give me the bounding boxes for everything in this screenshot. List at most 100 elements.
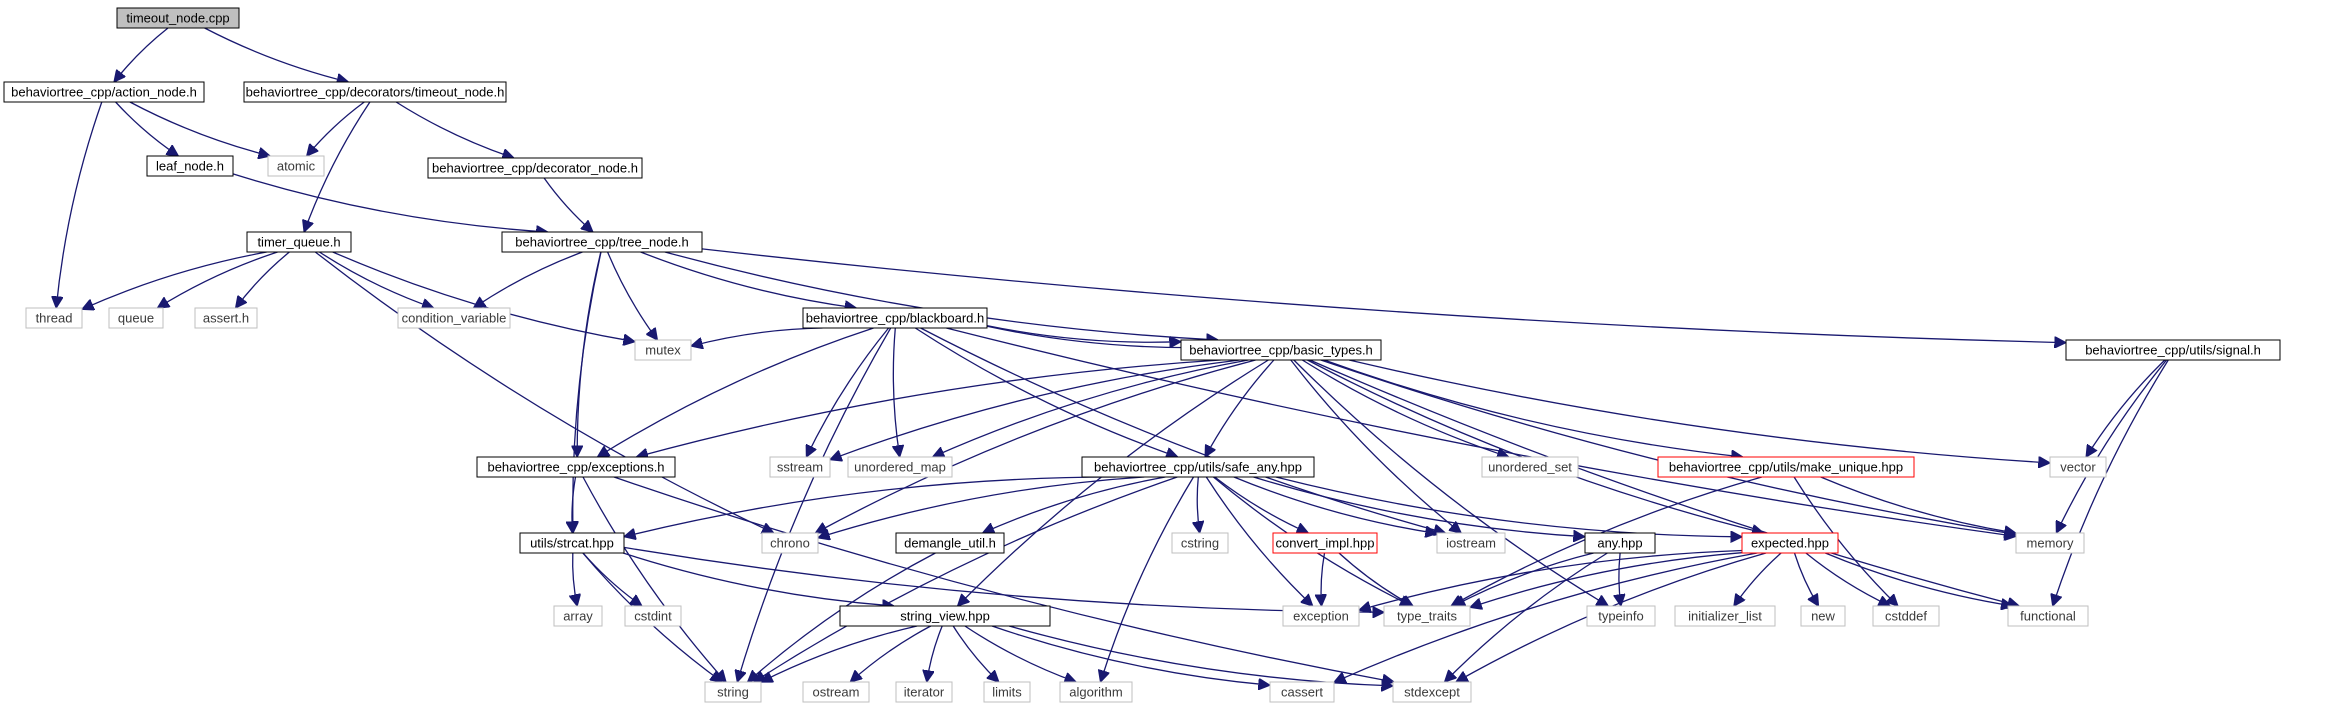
node-label: behaviortree_cpp/utils/safe_any.hpp	[1094, 460, 1302, 475]
node-label: demangle_util.h	[904, 536, 996, 551]
node-label: behaviortree_cpp/action_node.h	[11, 85, 197, 100]
node-box	[1180, 339, 1382, 361]
node-unordered-map[interactable]: unordered_map	[847, 456, 953, 478]
node-label: behaviortree_cpp/blackboard.h	[806, 311, 985, 326]
node-memory[interactable]: memory	[2015, 532, 2085, 554]
node-timer-queue[interactable]: timer_queue.h	[246, 231, 352, 253]
node-algorithm[interactable]: algorithm	[1059, 681, 1133, 703]
edge-action_node-to-leaf_node	[115, 101, 179, 156]
node-initializer-list[interactable]: initializer_list	[1674, 605, 1776, 627]
node-box	[2007, 605, 2089, 627]
node-label: new	[1811, 609, 1835, 624]
node-box	[246, 231, 352, 253]
node-demangle[interactable]: demangle_util.h	[895, 532, 1005, 554]
node-new[interactable]: new	[1800, 605, 1846, 627]
edge-basic_types-to-unordered_map	[933, 359, 1249, 457]
node-convert-impl[interactable]: convert_impl.hpp	[1272, 532, 1378, 554]
node-vector[interactable]: vector	[2049, 456, 2107, 478]
edge-expected-to-exception	[1359, 549, 1743, 611]
edge-tree_node-to-signal	[701, 248, 2066, 343]
node-cstdint[interactable]: cstdint	[624, 605, 682, 627]
node-make-unique[interactable]: behaviortree_cpp/utils/make_unique.hpp	[1657, 456, 1915, 478]
node-chrono[interactable]: chrono	[761, 532, 819, 554]
node-limits[interactable]: limits	[983, 681, 1031, 703]
node-label: assert.h	[203, 311, 249, 326]
edge-basic_types-to-sstream	[830, 359, 1240, 460]
node-box	[839, 605, 1051, 627]
edge-convert_impl-to-type_traits	[1338, 552, 1413, 606]
node-cstddef[interactable]: cstddef	[1872, 605, 1940, 627]
edge-safe_any-to-cstring	[1197, 476, 1199, 533]
node-label: behaviortree_cpp/basic_types.h	[1189, 343, 1373, 358]
node-box	[194, 307, 258, 329]
node-sstream[interactable]: sstream	[769, 456, 831, 478]
node-expected[interactable]: expected.hpp	[1741, 532, 1839, 554]
node-label: unordered_map	[854, 460, 946, 475]
node-box	[25, 307, 83, 329]
node-atomic[interactable]: atomic	[267, 155, 325, 177]
node-label: cstddef	[1885, 609, 1927, 624]
edge-signal-to-functional	[2053, 359, 2169, 606]
node-box	[146, 155, 234, 177]
node-thread[interactable]: thread	[25, 307, 83, 329]
edge-exceptions-to-stdexcept	[613, 476, 1394, 682]
node-any-hpp[interactable]: any.hpp	[1584, 532, 1656, 554]
node-timeout-h[interactable]: behaviortree_cpp/decorators/timeout_node…	[243, 81, 507, 103]
node-box	[1171, 532, 1229, 554]
node-tree-node[interactable]: behaviortree_cpp/tree_node.h	[501, 231, 703, 253]
node-functional[interactable]: functional	[2007, 605, 2089, 627]
node-basic-types[interactable]: behaviortree_cpp/basic_types.h	[1180, 339, 1382, 361]
edge-basic_types-to-make_unique	[1323, 359, 1743, 457]
node-label: leaf_node.h	[156, 159, 224, 174]
node-assert[interactable]: assert.h	[194, 307, 258, 329]
node-safe-any[interactable]: behaviortree_cpp/utils/safe_any.hpp	[1081, 456, 1315, 478]
node-label: cassert	[1281, 685, 1323, 700]
edge-timer_queue-to-thread	[82, 251, 267, 309]
node-box	[1741, 532, 1839, 554]
node-iostream[interactable]: iostream	[1436, 532, 1506, 554]
edge-blackboard-to-unordered_map	[893, 327, 899, 457]
edge-timer_queue-to-assert	[236, 251, 290, 308]
edge-timeout_h-to-timer_queue	[304, 101, 371, 232]
node-array[interactable]: array	[553, 605, 603, 627]
node-box	[116, 7, 240, 29]
node-string[interactable]: string	[704, 681, 762, 703]
node-unordered-set[interactable]: unordered_set	[1481, 456, 1579, 478]
node-queue[interactable]: queue	[108, 307, 164, 329]
node-box	[397, 307, 511, 329]
node-blackboard[interactable]: behaviortree_cpp/blackboard.h	[802, 307, 988, 329]
node-iterator[interactable]: iterator	[895, 681, 953, 703]
node-cstring[interactable]: cstring	[1171, 532, 1229, 554]
node-cond-var[interactable]: condition_variable	[397, 307, 511, 329]
edge-expected-to-new	[1793, 552, 1819, 606]
edge-safe_any-to-string	[754, 476, 1178, 682]
node-strcat[interactable]: utils/strcat.hpp	[519, 532, 625, 554]
node-box	[553, 605, 603, 627]
node-exceptions[interactable]: behaviortree_cpp/exceptions.h	[476, 456, 676, 478]
node-leaf-node[interactable]: leaf_node.h	[146, 155, 234, 177]
node-label: convert_impl.hpp	[1276, 536, 1375, 551]
node-box	[501, 231, 703, 253]
node-label: expected.hpp	[1751, 536, 1829, 551]
edge-demangle-to-string	[748, 552, 936, 682]
edge-tree_node-to-strcat	[573, 251, 602, 533]
node-mutex[interactable]: mutex	[634, 339, 692, 361]
node-ostream[interactable]: ostream	[802, 681, 870, 703]
node-label: exception	[1293, 609, 1349, 624]
edge-basic_types-to-unordered_set	[1301, 359, 1508, 457]
node-stdexcept[interactable]: stdexcept	[1392, 681, 1472, 703]
node-cassert[interactable]: cassert	[1269, 681, 1335, 703]
node-typeinfo[interactable]: typeinfo	[1586, 605, 1656, 627]
node-exception[interactable]: exception	[1282, 605, 1360, 627]
node-box	[769, 456, 831, 478]
node-type-traits[interactable]: type_traits	[1383, 605, 1471, 627]
node-box	[267, 155, 325, 177]
node-signal[interactable]: behaviortree_cpp/utils/signal.h	[2065, 339, 2281, 361]
node-label: functional	[2020, 609, 2076, 624]
node-string-view[interactable]: string_view.hpp	[839, 605, 1051, 627]
edge-basic_types-to-chrono	[815, 359, 1256, 533]
node-root[interactable]: timeout_node.cpp	[116, 7, 240, 29]
node-decorator[interactable]: behaviortree_cpp/decorator_node.h	[427, 157, 643, 179]
node-action-node[interactable]: behaviortree_cpp/action_node.h	[3, 81, 205, 103]
nodes-layer: timeout_node.cpp behaviortree_cpp/action_…	[3, 7, 2281, 703]
